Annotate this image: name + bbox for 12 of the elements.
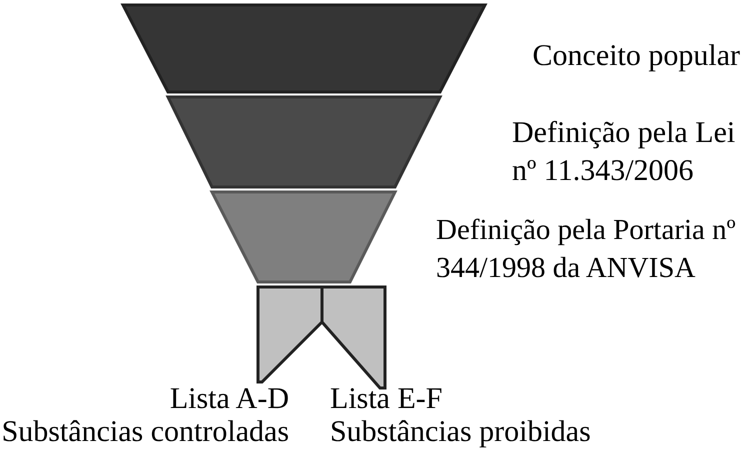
list-label: Substâncias controladas [0, 415, 289, 449]
list-band [320, 286, 386, 390]
band-label: Definição pela Lei nº 11.343/2006 [512, 115, 736, 189]
funnel-band [210, 190, 398, 284]
funnel-band [120, 4, 488, 94]
list-label: Lista A-D [168, 382, 289, 416]
list-band [256, 286, 324, 384]
band-label: Conceito popular [532, 38, 740, 74]
list-label: Substâncias proibidas [330, 415, 592, 449]
band-label: Definição pela Portaria nº 344/1998 da ANVISA [436, 213, 737, 286]
funnel-band [166, 96, 442, 188]
list-label: Lista E-F [330, 382, 444, 416]
